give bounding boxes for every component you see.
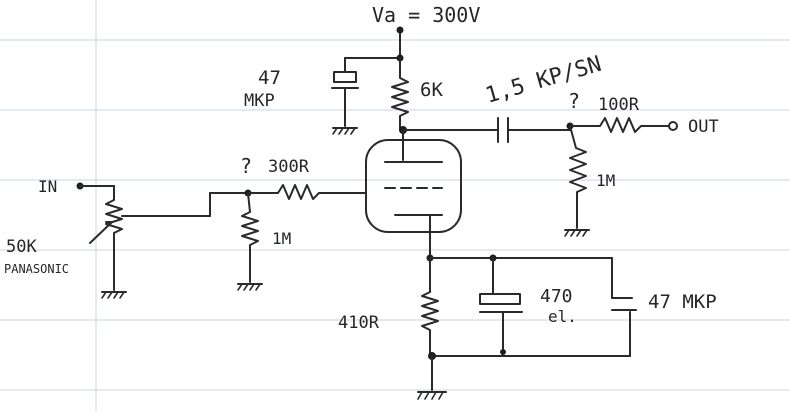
cathode-bus xyxy=(429,257,631,357)
cathode-electrolytic-capacitor xyxy=(479,257,523,357)
supply-label: Va = 300V xyxy=(372,3,480,27)
input-stopper-label: 300R xyxy=(268,157,310,177)
supply-node xyxy=(396,26,404,34)
output-leak-label: 1M xyxy=(596,171,615,190)
elcap-node xyxy=(500,349,506,355)
output-stopper-label: 100R xyxy=(598,95,640,115)
anode-resistor-label: 6K xyxy=(420,79,443,101)
ground-symbol xyxy=(417,391,447,400)
ground-symbol xyxy=(564,229,590,237)
input-label: IN xyxy=(38,177,57,196)
cathode-film-capacitor xyxy=(611,297,637,311)
triode-tube xyxy=(365,129,462,259)
cathode-resistor xyxy=(421,257,439,357)
elcap-type-label: el. xyxy=(548,307,577,326)
output-stopper-resistor xyxy=(569,117,669,133)
pot-value-label: 50K xyxy=(6,237,37,257)
output-label: OUT xyxy=(688,117,719,137)
anode-bypass-capacitor xyxy=(331,71,359,127)
ground-symbol xyxy=(101,291,127,299)
coupling-cap-label: 1,5 KP/SN xyxy=(483,52,604,109)
ground-symbol xyxy=(237,283,263,291)
cathode-resistor-label: 410R xyxy=(338,313,380,333)
ground-symbol xyxy=(332,127,358,135)
output-leak-resistor xyxy=(569,125,587,229)
pot-brand-label: PANASONIC xyxy=(4,262,69,276)
input-stopper-question: ? xyxy=(240,154,252,178)
grid-stopper-resistor xyxy=(247,184,367,200)
output-terminal[interactable] xyxy=(668,121,678,131)
anode-bypass-type: MKP xyxy=(244,91,275,111)
grid-leak-resistor xyxy=(241,192,259,283)
grid-leak-label: 1M xyxy=(272,229,291,248)
film-cap-label: 47 MKP xyxy=(648,291,717,313)
coupling-capacitor xyxy=(402,117,571,143)
anode-resistor xyxy=(391,57,409,131)
volume-potentiometer xyxy=(89,185,249,291)
elcap-value-label: 470 xyxy=(540,286,573,307)
output-stopper-question: ? xyxy=(568,89,580,113)
supply-wires xyxy=(344,27,401,73)
anode-bypass-value: 47 xyxy=(258,67,281,89)
